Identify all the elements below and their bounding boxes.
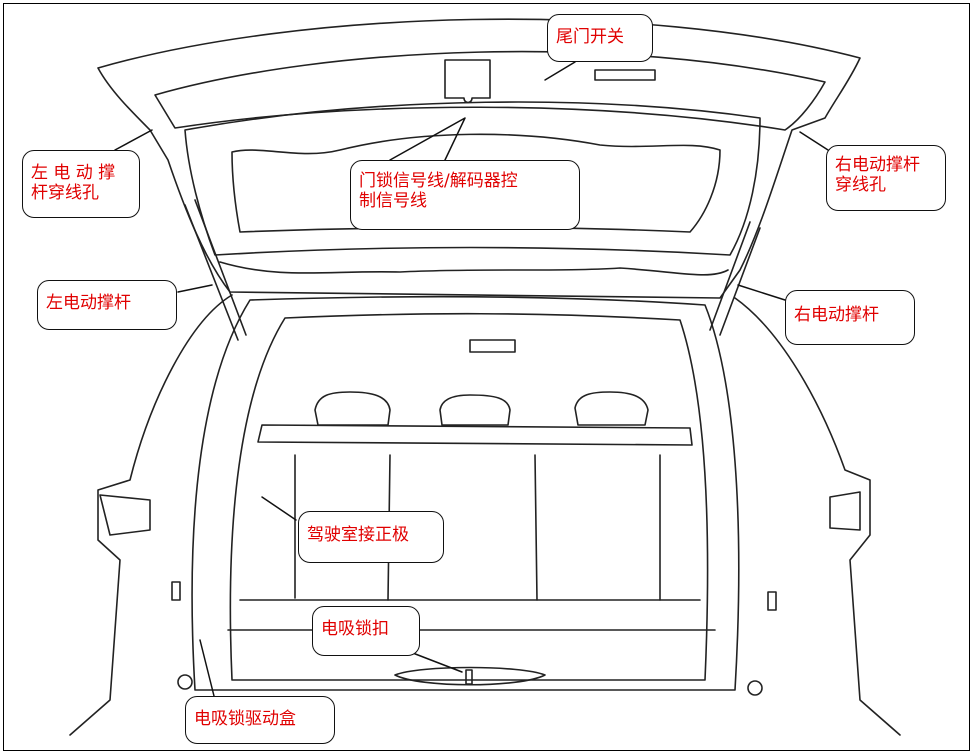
label-right-strut: 右电动撑杆 <box>785 290 915 345</box>
leader-right-strut <box>737 284 786 301</box>
left-reflector <box>177 674 193 690</box>
right-reflector <box>747 680 763 696</box>
headrest-right <box>574 391 649 426</box>
label-right-strut-hole: 右电动撑杆 穿线孔 <box>826 145 946 211</box>
right-side-slot <box>767 591 777 611</box>
leader-left-strut <box>177 284 213 293</box>
tailgate-inner-panel <box>154 50 826 131</box>
trunk-opening-outer <box>191 295 740 691</box>
label-tailgate-switch: 尾门开关 <box>547 14 653 62</box>
tailgate-handle <box>594 69 656 81</box>
tailgate-switch-cutout <box>444 59 491 104</box>
leader-tailgate-switch <box>544 61 576 81</box>
label-latch-drive-box: 电吸锁驱动盒 <box>185 696 335 744</box>
leader-lock-signal-wire <box>389 117 466 161</box>
trunk-floor <box>227 599 716 631</box>
headrest-center <box>439 394 511 426</box>
tailgate-lower-rim <box>219 261 729 276</box>
leader-right-strut-hole <box>799 131 829 151</box>
left-strut-line <box>184 199 247 341</box>
label-left-strut: 左电动撑杆 <box>37 280 177 330</box>
body-left <box>69 294 233 736</box>
leader-latch-drive-box <box>199 639 216 701</box>
label-lock-signal-wire: 门锁信号线/解码器控 制信号线 <box>350 160 580 230</box>
diagram-frame <box>3 3 970 751</box>
latch-plate <box>394 666 546 686</box>
trunk-opening-inner <box>229 312 709 681</box>
tailgate-outline <box>97 18 861 299</box>
leader-cabin-positive <box>261 496 297 521</box>
label-electric-latch: 电吸锁扣 <box>312 606 420 656</box>
leader-left-strut-hole <box>114 129 153 151</box>
left-tail-lamp <box>99 494 151 536</box>
right-strut-line <box>709 221 761 336</box>
right-tail-lamp <box>829 491 861 531</box>
latch-striker <box>465 669 473 685</box>
label-left-strut-hole: 左 电 动 撑 杆穿线孔 <box>22 150 140 218</box>
parcel-shelf <box>257 424 693 446</box>
label-cabin-positive: 驾驶室接正极 <box>298 511 444 563</box>
body-right <box>734 297 901 736</box>
headrest-left <box>314 391 391 426</box>
left-side-slot <box>171 581 181 601</box>
rear-mirror <box>469 339 516 353</box>
tailgate-window-inner <box>231 133 721 233</box>
